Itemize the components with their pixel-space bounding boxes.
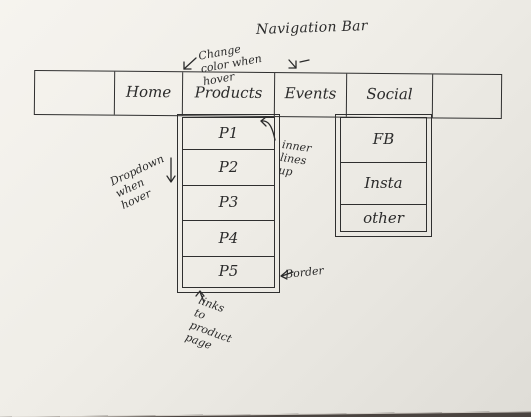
dropdown-item-label: P3 <box>218 193 239 211</box>
nav-home-label: Home <box>125 82 172 102</box>
dropdown-item-p5[interactable]: P5 <box>183 256 274 287</box>
dropdown-item-p3[interactable]: P3 <box>183 185 274 221</box>
nav-empty-right-cell[interactable] <box>433 74 501 118</box>
dropdown-item-label: P2 <box>218 158 239 176</box>
nav-events-link[interactable]: Events <box>274 73 348 117</box>
nav-social-label: Social <box>366 84 413 104</box>
dropdown-item-insta[interactable]: Insta <box>341 162 426 205</box>
products-dropdown-inner-border: P1 P2 P3 P4 P5 <box>182 117 275 288</box>
nav-home-link[interactable]: Home <box>114 71 184 116</box>
social-dropdown-inner-border: FB Insta other <box>340 117 427 232</box>
nav-social-link[interactable]: Social <box>346 73 434 118</box>
dropdown-item-p4[interactable]: P4 <box>183 220 274 257</box>
dropdown-item-label: FB <box>372 130 395 148</box>
nav-products-label: Products <box>194 83 263 102</box>
dropdown-item-label: P1 <box>218 124 239 142</box>
dropdown-item-p2[interactable]: P2 <box>183 149 274 186</box>
dropdown-item-label: P4 <box>218 229 239 247</box>
social-dropdown: FB Insta other <box>335 114 432 237</box>
dropdown-item-fb[interactable]: FB <box>341 118 426 163</box>
nav-empty-left-cell[interactable] <box>34 70 116 115</box>
dropdown-item-label: Insta <box>364 174 403 192</box>
dropdown-item-p1[interactable]: P1 <box>183 118 274 150</box>
dropdown-item-label: other <box>363 209 404 227</box>
annotation-inner-lines: inner lines up <box>277 138 313 179</box>
products-dropdown: P1 P2 P3 P4 P5 <box>177 114 280 293</box>
dropdown-item-other[interactable]: other <box>341 204 426 231</box>
dropdown-item-label: P5 <box>218 262 239 280</box>
navigation-bar: Home Products Events Social <box>33 69 503 120</box>
nav-events-label: Events <box>284 84 337 103</box>
